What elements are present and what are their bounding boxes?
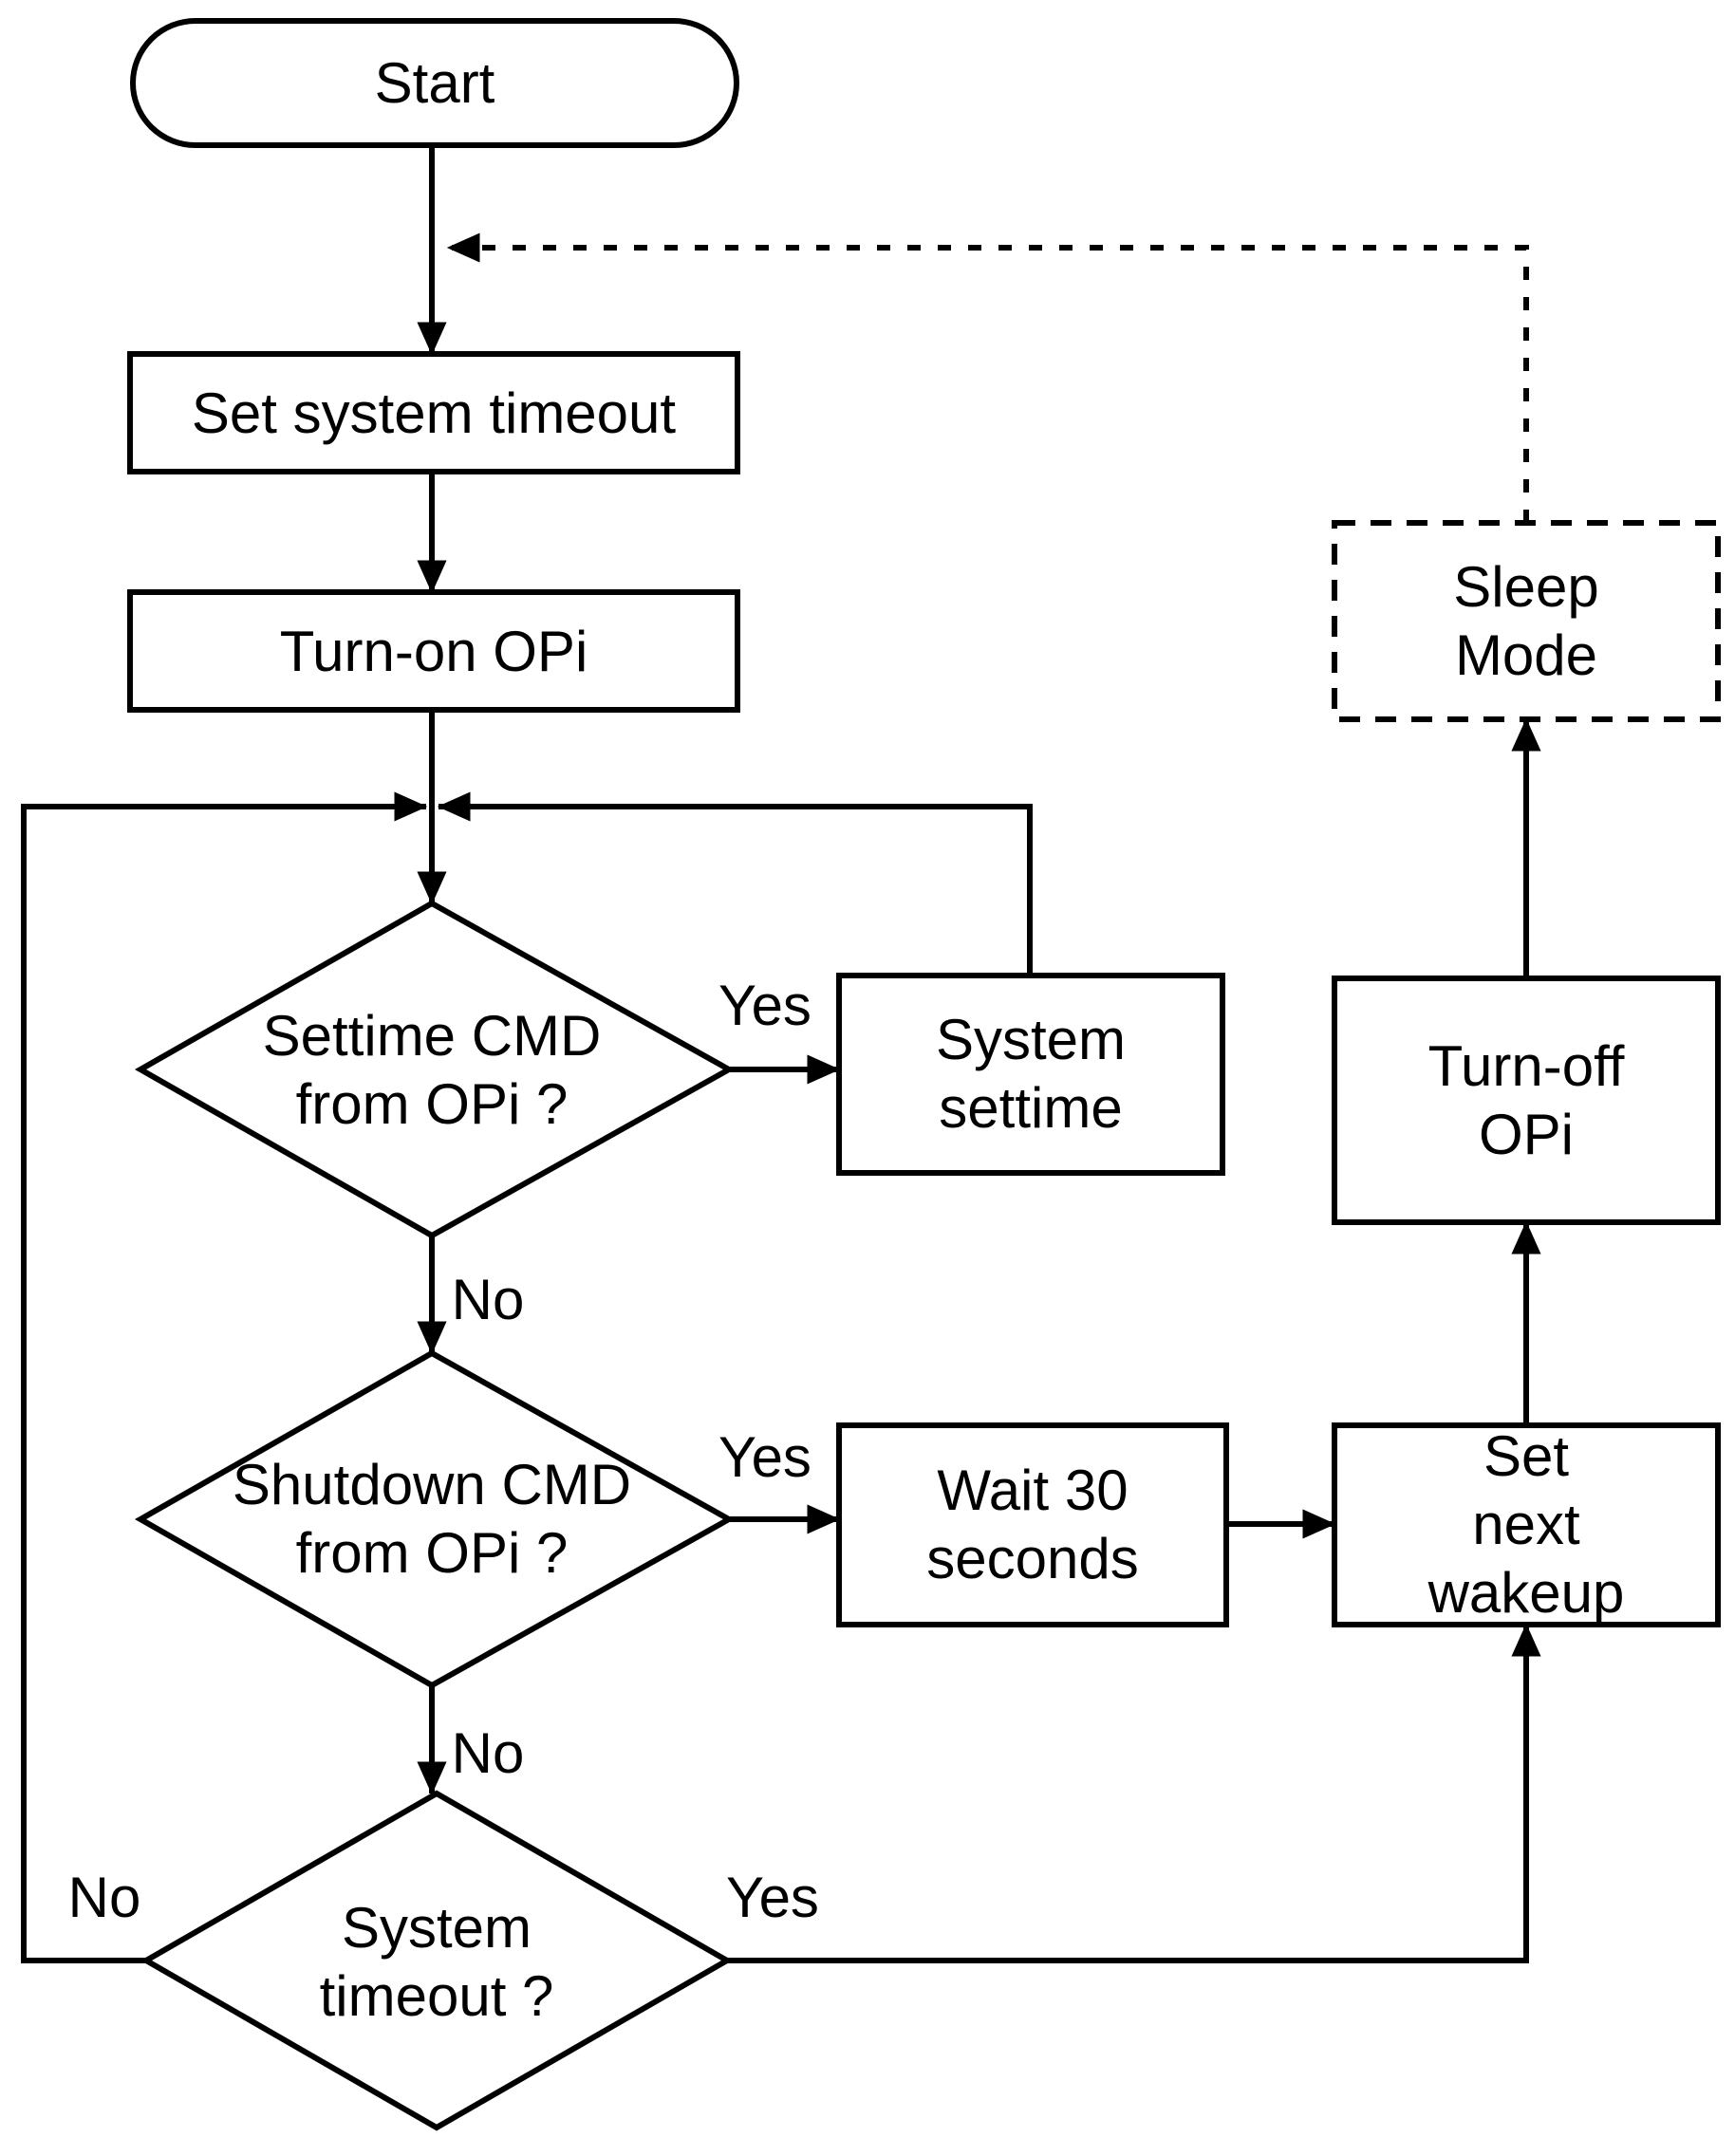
edge-system-settime-to-junction bbox=[437, 791, 1033, 976]
edge-sleep-mode-feedback bbox=[446, 232, 1529, 523]
node-start-label: Start bbox=[374, 51, 495, 115]
node-wait-30-seconds-label: Wait 30 seconds bbox=[926, 1459, 1139, 1590]
node-sleep-mode-label: Sleep Mode bbox=[1453, 555, 1599, 687]
edge-label-settime-yes: Yes bbox=[718, 974, 812, 1037]
node-turn-on-opi-label: Turn-on OPi bbox=[279, 620, 588, 683]
edge-label-shutdown-no: No bbox=[451, 1721, 525, 1785]
node-set-system-timeout-label: Set system timeout bbox=[191, 381, 677, 445]
node-system-timeout-decision-shape bbox=[140, 1790, 734, 2131]
edge-timeout-yes bbox=[727, 1623, 1541, 1963]
node-set-system-timeout-shape bbox=[127, 351, 740, 474]
node-set-next-wakeup-label: Set next wakeup bbox=[1427, 1424, 1625, 1625]
edge-label-shutdown-yes: Yes bbox=[718, 1425, 812, 1489]
node-set-next-wakeup-shape bbox=[1332, 1422, 1721, 1627]
node-system-settime-label: System settime bbox=[935, 1008, 1127, 1140]
edge-label-timeout-yes: Yes bbox=[726, 1866, 819, 1929]
edge-label-timeout-no: No bbox=[67, 1866, 141, 1929]
node-shutdown-cmd-decision-label: Shutdown CMD from OPi ? bbox=[232, 1453, 632, 1585]
edge-timeout-no-rail-to-junction bbox=[21, 791, 428, 1963]
node-system-timeout-decision-label: System timeout ? bbox=[319, 1896, 554, 2028]
edge-label-settime-no: No bbox=[451, 1268, 525, 1331]
node-turn-off-opi-shape bbox=[1332, 976, 1721, 1225]
node-sleep-mode-shape bbox=[1332, 520, 1721, 722]
node-settime-cmd-decision-label: Settime CMD from OPi ? bbox=[262, 1004, 602, 1136]
node-turn-off-opi-label: Turn-off OPi bbox=[1427, 1034, 1625, 1166]
